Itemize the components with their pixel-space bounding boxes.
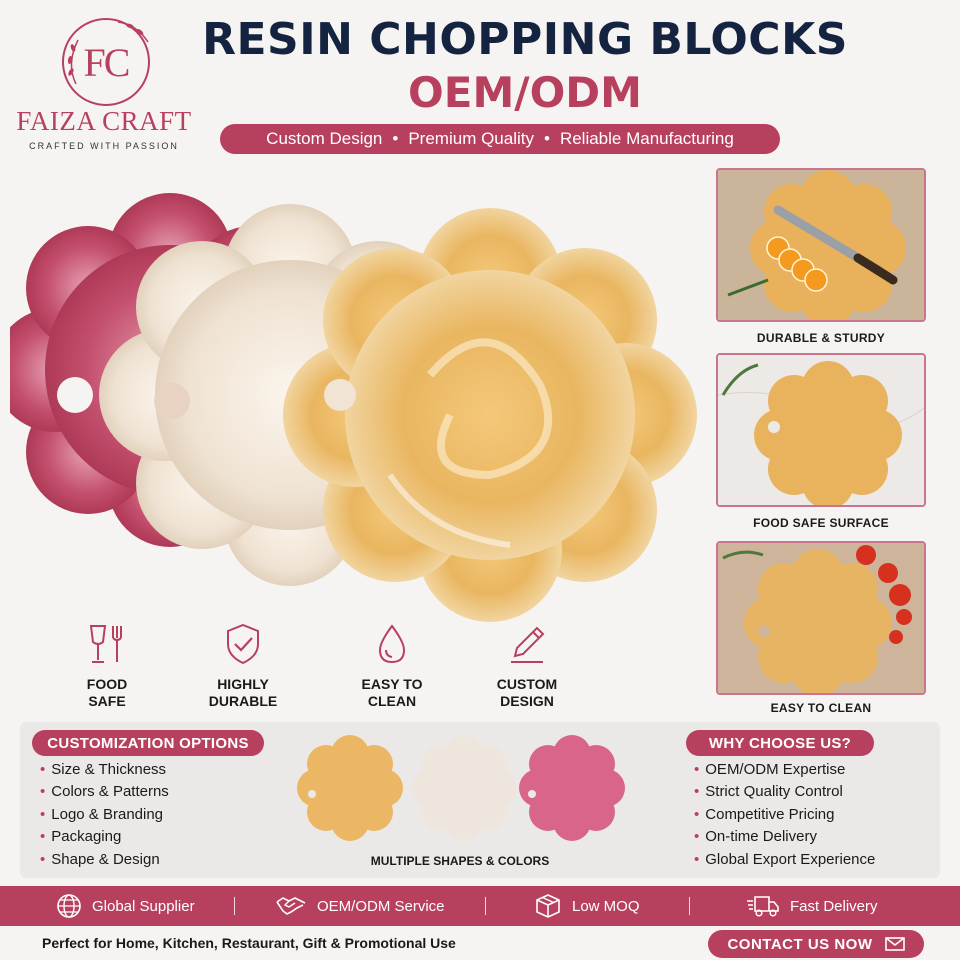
- sample-boards-image: [297, 735, 625, 841]
- feature-custom-design: CUSTOM DESIGN: [472, 622, 582, 710]
- feature-durable: HIGHLY DURABLE: [188, 622, 298, 710]
- brand-name: FAIZA CRAFT: [16, 106, 192, 136]
- list-item: Size & Thickness: [40, 759, 169, 781]
- photo-caption: DURABLE & STURDY: [756, 331, 886, 345]
- feature-label: EASY TO CLEAN: [361, 676, 423, 709]
- page-title: RESIN CHOPPING BLOCKS: [202, 14, 848, 65]
- bar-divider: [485, 897, 486, 915]
- envelope-icon: [884, 937, 905, 951]
- contact-us-button[interactable]: CONTACT US NOW: [708, 930, 924, 958]
- list-item: Colors & Patterns: [40, 781, 169, 803]
- handshake-icon: [276, 897, 306, 915]
- board-with-tomatoes-photo: [718, 543, 924, 693]
- page-subtitle: OEM/ODM: [408, 68, 642, 117]
- customization-title: CUSTOMIZATION OPTIONS: [32, 730, 264, 756]
- tagline-banner: Custom Design • Premium Quality • Reliab…: [220, 124, 780, 154]
- contact-label: CONTACT US NOW: [727, 935, 873, 953]
- service-global: Global Supplier: [56, 893, 218, 919]
- service-label: Low MOQ: [572, 897, 640, 915]
- feature-label: CUSTOM DESIGN: [496, 676, 558, 709]
- feature-food-safe: FOOD SAFE: [52, 622, 162, 710]
- hero-boards-image: [10, 193, 697, 622]
- list-item: Competitive Pricing: [694, 804, 875, 826]
- list-item: Packaging: [40, 826, 169, 848]
- service-label: OEM/ODM Service: [317, 897, 445, 915]
- samples-caption: MULTIPLE SHAPES & COLORS: [370, 854, 550, 868]
- list-item: Global Export Experience: [694, 849, 875, 871]
- photo-durable: [716, 168, 926, 322]
- photo-caption: FOOD SAFE SURFACE: [753, 516, 889, 530]
- shield-check-icon: [227, 623, 259, 665]
- list-item: On-time Delivery: [694, 826, 875, 848]
- services-bar: Global Supplier OEM/ODM Service Low MOQ …: [0, 886, 960, 926]
- list-item: OEM/ODM Expertise: [694, 759, 875, 781]
- brand-logo: FC: [62, 18, 150, 106]
- bullet-separator: •: [392, 129, 399, 148]
- service-oem: OEM/ODM Service: [275, 893, 485, 919]
- box-icon: [536, 894, 560, 918]
- brand-tagline: CRAFTED WITH PASSION: [29, 141, 179, 151]
- service-label: Fast Delivery: [790, 897, 878, 915]
- bar-divider: [689, 897, 690, 915]
- service-label: Global Supplier: [92, 897, 195, 915]
- why-title: WHY CHOOSE US?: [686, 730, 874, 756]
- list-item: Shape & Design: [40, 849, 169, 871]
- tagline-item: Custom Design: [266, 129, 383, 148]
- feature-label: HIGHLY DURABLE: [208, 676, 278, 709]
- water-drop-icon: [378, 624, 406, 664]
- photo-caption: EASY TO CLEAN: [770, 701, 872, 715]
- knife-orange-slices-photo: [718, 170, 924, 320]
- truck-icon: [747, 896, 779, 917]
- brand-monogram: FC: [83, 39, 131, 85]
- glass-fork-icon: [89, 625, 122, 663]
- why-list: OEM/ODM Expertise Strict Quality Control…: [694, 759, 875, 871]
- globe-icon: [57, 894, 81, 918]
- usage-note: Perfect for Home, Kitchen, Restaurant, G…: [42, 935, 456, 951]
- feature-label: FOOD SAFE: [86, 676, 128, 709]
- tagline-item: Reliable Manufacturing: [559, 129, 734, 148]
- bar-divider: [234, 897, 235, 915]
- amber-board: [283, 208, 697, 622]
- list-item: Strict Quality Control: [694, 781, 875, 803]
- feature-easy-clean: EASY TO CLEAN: [337, 622, 447, 710]
- service-delivery: Fast Delivery: [746, 893, 878, 919]
- list-item: Logo & Branding: [40, 804, 169, 826]
- photo-easy-clean: [716, 541, 926, 695]
- customization-list: Size & Thickness Colors & Patterns Logo …: [40, 759, 169, 871]
- board-on-marble-photo: [718, 355, 924, 505]
- tagline-item: Premium Quality: [408, 129, 534, 148]
- service-moq: Low MOQ: [534, 893, 689, 919]
- laurel-icon: [67, 21, 149, 85]
- photo-food-safe: [716, 353, 926, 507]
- pencil-icon: [511, 626, 545, 663]
- bullet-separator: •: [543, 129, 550, 148]
